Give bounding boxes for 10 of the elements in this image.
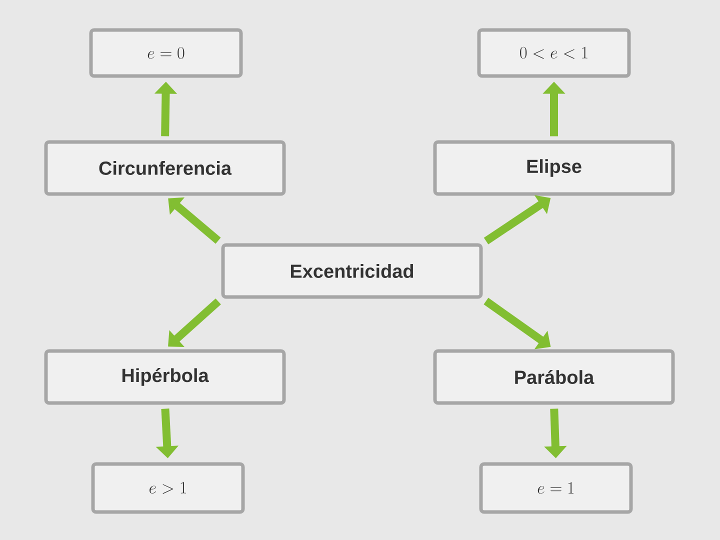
- chevron-arrow: [168, 298, 221, 348]
- term-box: Circunferencia: [44, 140, 286, 196]
- term-box: Excentricidad: [221, 243, 483, 299]
- formula-box: $e > 1$: [91, 462, 245, 514]
- formula-box: $0 < e < 1$: [477, 28, 631, 78]
- term-box: Hipérbola: [44, 349, 286, 405]
- term-box: Parábola: [433, 349, 675, 405]
- formula-box: $e = 0$: [89, 28, 243, 78]
- term-box: Elipse: [433, 140, 675, 196]
- formula-box: $e = 1$: [479, 462, 633, 514]
